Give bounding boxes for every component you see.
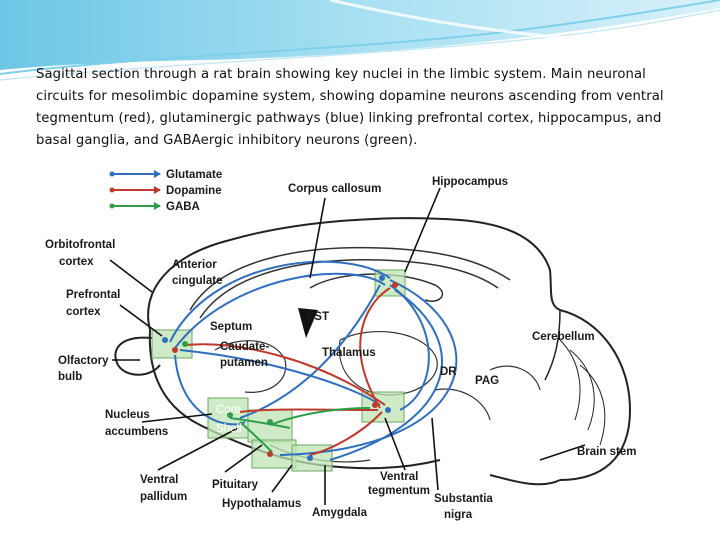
nuclei-boxes [151, 269, 406, 472]
label-pag: PAG [475, 375, 499, 387]
label-ventral-pallidum-2: pallidum [140, 491, 187, 503]
label-olfactory-2: bulb [58, 371, 82, 383]
label-core: Core [216, 404, 241, 416]
brain-diagram: Glutamate Dopamine GABA [45, 169, 636, 521]
label-bst: BST [306, 311, 329, 323]
pallidum-box [247, 409, 293, 443]
label-hypothalamus: Hypothalamus [222, 498, 301, 510]
label-dr: DR [440, 366, 457, 378]
label-hippocampus: Hippocampus [432, 176, 508, 188]
olfactory-bulb-shape [114, 336, 161, 376]
label-anterior-2: cingulate [172, 275, 222, 287]
bst-shape [298, 308, 318, 338]
label-cerebellum: Cerebellum [532, 331, 595, 343]
label-shell: Shell [216, 423, 242, 435]
figure-caption: Sagittal section through a rat brain sho… [36, 67, 664, 148]
label-orbitofrontal-2: cortex [59, 256, 94, 268]
gaba-pathways [229, 407, 371, 453]
label-ventral-tegmentum-2: tegmentum [368, 485, 430, 497]
legend-dopamine: Dopamine [166, 185, 222, 197]
label-olfactory-1: Olfactory [58, 355, 109, 367]
label-septum: Septum [210, 321, 252, 333]
vta-box [361, 391, 405, 423]
label-pituitary: Pituitary [212, 479, 259, 491]
label-substantia-2: nigra [444, 509, 473, 521]
label-caudate-1: Caudate- [220, 341, 269, 353]
dopamine-pathways [184, 287, 391, 456]
label-nucleus-1: Nucleus [105, 409, 150, 421]
header-decoration [0, 0, 720, 81]
label-orbitofrontal-1: Orbitofrontal [45, 239, 115, 251]
pathway-nodes [162, 275, 398, 461]
label-nucleus-2: accumbens [105, 426, 168, 438]
label-ventral-pallidum-1: Ventral [140, 474, 178, 486]
label-caudate-2: putamen [220, 357, 268, 369]
legend: Glutamate Dopamine GABA [109, 169, 222, 213]
label-prefrontal-2: cortex [66, 306, 101, 318]
legend-glutamate: Glutamate [166, 169, 222, 181]
label-ventral-tegmentum-1: Ventral [380, 471, 418, 483]
label-prefrontal-1: Prefrontal [66, 289, 120, 301]
label-amygdala: Amygdala [312, 507, 368, 519]
label-anterior-1: Anterior [172, 259, 217, 271]
label-brain-stem: Brain stem [577, 446, 636, 458]
hippocampus-box [374, 269, 406, 297]
label-substantia-1: Substantia [434, 493, 493, 505]
pointer-lines [109, 187, 586, 505]
label-corpus-callosum: Corpus callosum [288, 183, 381, 195]
legend-gaba: GABA [166, 201, 200, 213]
label-thalamus: Thalamus [322, 347, 376, 359]
corpus-callosum-shape [189, 246, 511, 319]
